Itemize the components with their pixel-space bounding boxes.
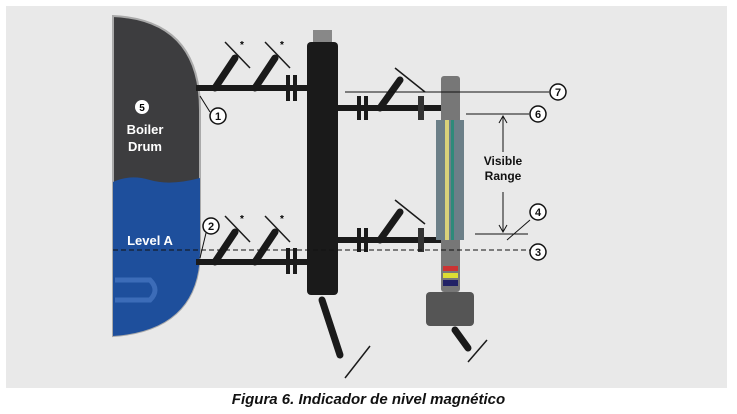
valve-marker: *	[280, 40, 284, 51]
callout-4: 4	[535, 207, 542, 219]
callout-1: 1	[215, 111, 221, 123]
callout-2: 2	[208, 221, 214, 233]
callout-5-circle	[135, 100, 149, 114]
callout-7: 7	[555, 87, 561, 99]
callout-lines	[113, 91, 549, 259]
callout-5: 5	[139, 103, 145, 114]
external-chamber	[307, 42, 338, 295]
valve-handwheels	[224, 41, 488, 379]
magnetic-level-indicator-diagram: 5 Boiler Drum Level A * * * * Visible Ra…	[6, 6, 727, 388]
valve-marker: *	[240, 214, 244, 225]
drum-label-drum: Drum	[128, 139, 162, 154]
valves	[211, 54, 472, 359]
callout-6: 6	[535, 109, 541, 121]
column-cap	[313, 30, 332, 44]
valve-marker: *	[280, 214, 284, 225]
callout-circles	[202, 83, 567, 261]
callout-3: 3	[535, 247, 541, 259]
magnetic-gauge	[426, 76, 474, 326]
visible-range-label-1: Visible	[484, 154, 523, 168]
figure-caption: Figura 6. Indicador de nivel magnético	[231, 391, 506, 408]
visible-range-label-2: Range	[485, 169, 522, 183]
drum-label-boiler: Boiler	[127, 122, 164, 137]
level-a-label: Level A	[127, 233, 173, 248]
boiler-drum	[112, 14, 201, 338]
valve-marker: *	[240, 40, 244, 51]
